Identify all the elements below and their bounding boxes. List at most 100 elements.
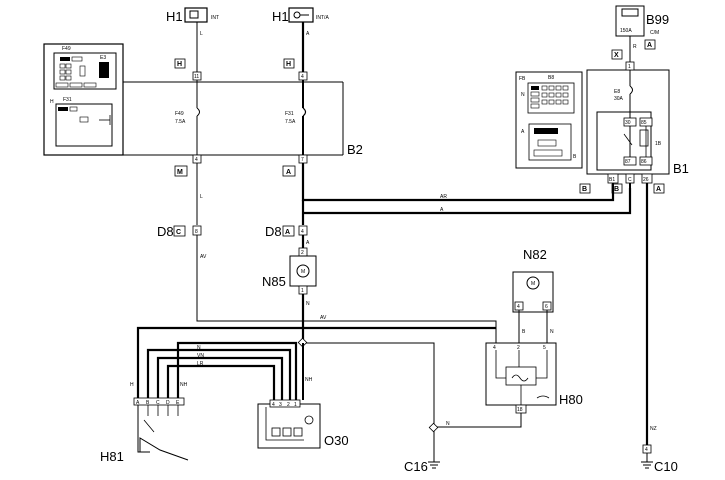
- pin-number: D: [166, 400, 170, 406]
- pin-number: C: [156, 400, 160, 406]
- pin-number: 4: [301, 229, 304, 235]
- pin-number: 1: [294, 402, 297, 408]
- relay-switch-icon: [623, 133, 633, 146]
- wire-label: NZ: [650, 426, 657, 432]
- connector-letter: B: [582, 186, 587, 193]
- connector-letter: C: [176, 229, 181, 236]
- c10-label: C10: [654, 459, 678, 474]
- pin-number: 6: [545, 304, 548, 310]
- fuse-value: 7.5A: [285, 119, 296, 125]
- pin-number: A: [136, 400, 140, 406]
- fuse-label: 150A: [620, 28, 632, 34]
- fuse-name: F31: [285, 111, 294, 117]
- h80-label: H80: [559, 392, 583, 407]
- d8-right-label: D8: [265, 224, 282, 239]
- wire-label: AR: [440, 194, 447, 200]
- wire-label: R: [633, 44, 637, 50]
- pin-number: 4: [517, 304, 520, 310]
- b2-fusebox: 11 4 F49 7.5A F31 7.5A 4 7 B2: [123, 71, 363, 164]
- pin-number: 26: [643, 177, 649, 183]
- pin-number: 2: [517, 345, 520, 351]
- inset-label: E3: [100, 55, 106, 61]
- wire-label: NH: [180, 382, 188, 388]
- motor-icon: [296, 264, 310, 278]
- wire-ar: [301, 163, 615, 202]
- wire-label: L: [200, 194, 203, 200]
- wire-label: A: [440, 207, 444, 213]
- b1-inset: FB B8 N A B: [515, 71, 583, 169]
- connector-letter: B: [614, 186, 619, 193]
- pin-number: 2: [287, 402, 290, 408]
- h1-left-switch: H1 INT: [166, 7, 219, 24]
- inset-label: F31: [63, 97, 72, 103]
- wire-label: N: [550, 329, 554, 335]
- connector-letter: A: [285, 229, 290, 236]
- wire-n-ground: [306, 342, 435, 425]
- battery-icon: [621, 8, 639, 17]
- n82-h80-module: N82 M 4 6 B N 4 2 5 18 H80: [485, 247, 583, 418]
- pin-number: 86: [641, 159, 647, 165]
- wire-label: N: [197, 345, 201, 351]
- connector-letter: H: [286, 61, 291, 68]
- c16-ground: C16 N: [404, 418, 522, 474]
- fuse-icon: [196, 107, 200, 117]
- pin-number: B: [146, 400, 150, 406]
- pin-number: C: [628, 177, 632, 183]
- key-icon: [293, 11, 301, 19]
- inset-label: F49: [62, 46, 71, 52]
- pin-number: 4: [645, 447, 648, 453]
- h1-right-label: H1: [272, 9, 289, 24]
- svg-text:M: M: [301, 269, 305, 275]
- d8-right-connector: D8 A 4: [265, 224, 308, 239]
- wire-label: A: [306, 240, 310, 246]
- c16-label: C16: [404, 459, 428, 474]
- switch-icon: [143, 419, 155, 433]
- wire-label: NH: [305, 377, 313, 383]
- inset-label: A: [521, 129, 525, 135]
- o30-label: O30: [324, 433, 349, 448]
- pin-number: 4: [301, 74, 304, 80]
- inset-label: N: [521, 92, 525, 98]
- n82-label: N82: [523, 247, 547, 262]
- pin-number: 18: [517, 407, 523, 413]
- b2-inset: F49 E3 H F31: [43, 43, 124, 156]
- pin-number: E: [176, 400, 180, 406]
- wire-label: L: [200, 31, 203, 37]
- pin-number: 8: [195, 229, 198, 235]
- pin-number: 3: [279, 402, 282, 408]
- pin-number: 4: [195, 157, 198, 163]
- fuse-name: F49: [175, 111, 184, 117]
- c10-ground: 4 C10: [641, 444, 678, 474]
- wire-label: AV: [320, 315, 327, 321]
- connector-letter: A: [656, 186, 661, 193]
- wire-label: N: [446, 421, 450, 427]
- wire-label: N: [306, 301, 310, 307]
- pin-number: 7: [301, 157, 304, 163]
- connector-letter: H: [177, 61, 182, 68]
- wire-label: VN: [197, 353, 204, 359]
- inset-label: FB: [519, 76, 526, 82]
- pin-number: 11: [194, 74, 199, 80]
- wire-label: H: [130, 382, 134, 388]
- d8-left-connector: D8 C 8: [157, 224, 202, 239]
- relay-label: 1B: [655, 141, 662, 147]
- pin-number: 2: [301, 250, 304, 256]
- fuse-icon: [302, 107, 307, 117]
- o30-component: 4 3 2 1 O30: [257, 399, 349, 449]
- fuse-icon: [629, 85, 633, 95]
- n85-label: N85: [262, 274, 286, 289]
- n85-motor: 2 M 1 N85: [262, 247, 317, 295]
- pin-number: 4: [272, 402, 275, 408]
- h1-left-label: H1: [166, 9, 183, 24]
- wire-label: A: [306, 31, 310, 37]
- wire-label: AV: [200, 254, 207, 260]
- b1-fusebox: 1 E8 30A 30 85 1B 87 86 B1 C 26 B B A B1: [579, 61, 689, 194]
- motor-icon: [526, 276, 540, 290]
- fuse-value: 7.5A: [175, 119, 186, 125]
- b1-label: B1: [673, 161, 689, 176]
- fuse-name: E8: [614, 89, 620, 95]
- wire-a: [303, 188, 632, 215]
- fuse-value: 30A: [614, 96, 624, 102]
